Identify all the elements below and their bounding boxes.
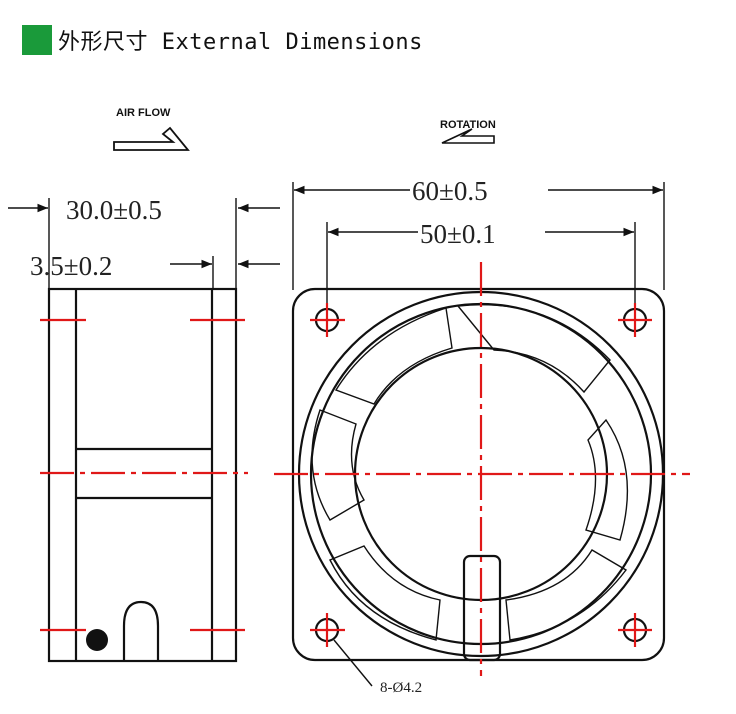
rotation-label: ROTATION: [440, 119, 496, 131]
width-dimension-label: 60±0.5: [412, 176, 488, 206]
rotation-arrow-icon: [441, 128, 495, 144]
depth-dimension-label: 30.0±0.5: [66, 195, 162, 225]
cable-exit: [122, 600, 160, 660]
hole-callout-label: 8-Ø4.2: [380, 680, 422, 696]
air-flow-label: AIR FLOW: [116, 107, 171, 119]
hole-spacing-dimension-label: 50±0.1: [420, 219, 496, 249]
screw-hole-dot: [86, 629, 108, 651]
side-view: 30.0±0.5 3.5±0.2: [8, 195, 280, 663]
section-header: 外形尺寸 External Dimensions: [22, 22, 423, 58]
air-flow-arrow-icon: [113, 126, 190, 151]
green-square-icon: [22, 25, 52, 55]
air-flow-indicator: AIR FLOW: [113, 107, 190, 151]
section-title: 外形尺寸 External Dimensions: [58, 30, 423, 55]
flange-dimension-label: 3.5±0.2: [30, 251, 112, 281]
rotation-indicator: ROTATION: [440, 119, 496, 144]
front-view: 60±0.5 50±0.1: [274, 176, 690, 696]
